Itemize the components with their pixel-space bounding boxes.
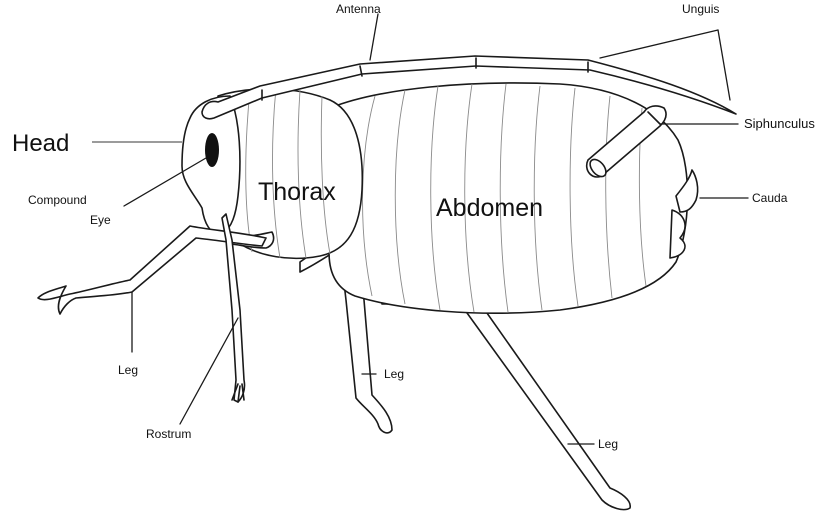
leg-front-label: Leg	[118, 363, 138, 377]
thorax-label: Thorax	[258, 178, 336, 206]
compound-eye-label-line1: Compound	[28, 193, 87, 207]
leg-middle-label: Leg	[384, 367, 404, 381]
rear-leg	[382, 287, 630, 509]
abdomen-label: Abdomen	[436, 194, 543, 222]
head-label: Head	[12, 130, 69, 157]
antenna-label: Antenna	[336, 2, 381, 16]
leg-rear-label: Leg	[598, 437, 618, 451]
unguis-label: Unguis	[682, 2, 719, 16]
compound-eye	[205, 133, 219, 167]
compound-eye-label-line2: Eye	[90, 213, 111, 227]
siphunculus-label: Siphunculus	[744, 116, 815, 131]
rostrum-label: Rostrum	[146, 427, 191, 441]
cauda-label: Cauda	[752, 191, 788, 205]
